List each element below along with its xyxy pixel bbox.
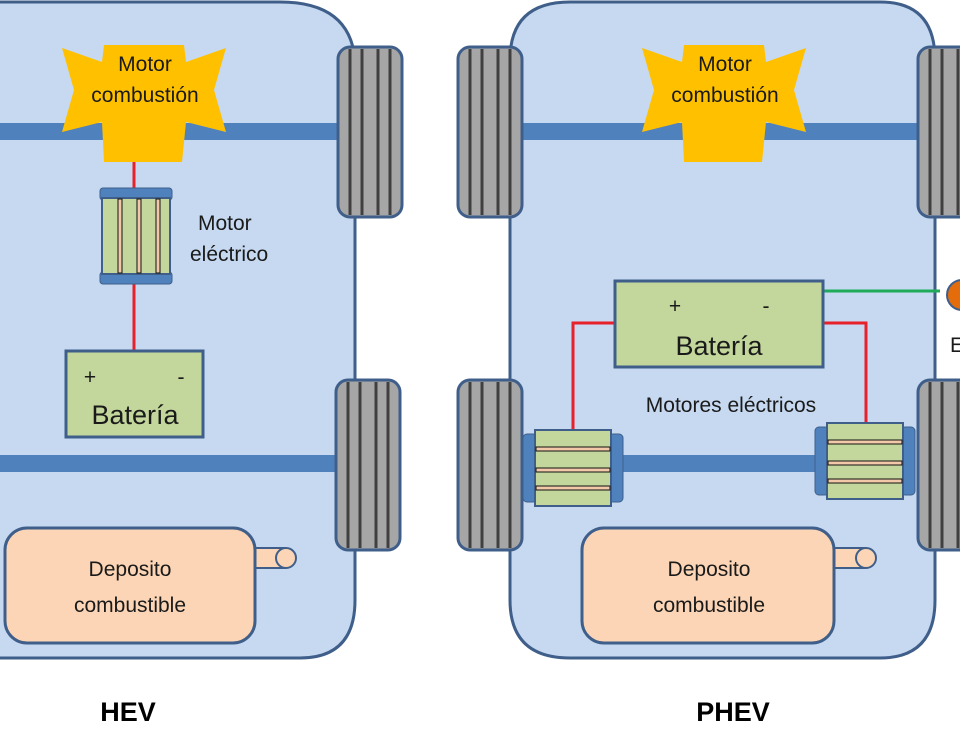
phev-right-electric-motor <box>814 422 916 500</box>
phev-wire-left <box>571 321 615 432</box>
hev-tank-label-2: combustible <box>74 594 186 617</box>
phev-battery <box>613 279 825 369</box>
hev-battery-plus: + <box>84 366 96 389</box>
phev-front-left-tire <box>456 45 524 219</box>
phev-battery-label: Batería <box>675 331 763 361</box>
phev-cut-off-label: E <box>950 334 960 357</box>
phev-engine-label-1: Motor <box>698 53 752 76</box>
hev-electric-motor <box>99 187 173 285</box>
phev-left-electric-motor <box>522 429 624 507</box>
hev-battery-minus: - <box>178 366 185 389</box>
hev-battery-label: Batería <box>91 400 179 430</box>
phev-engine-label-2: combustión <box>671 84 778 107</box>
phev-rear-left-tire <box>456 378 524 552</box>
phev-wire-right <box>822 321 868 425</box>
hev-motor-label-2: eléctrico <box>190 243 268 266</box>
hev-vehicle: Motor combustión Motor eléctrico + - Bat… <box>0 0 404 727</box>
hev-tank-label-1: Deposito <box>89 558 172 581</box>
phev-rear-right-tire <box>916 378 960 552</box>
hev-chassis <box>0 0 357 660</box>
phev-rear-axle <box>615 455 820 472</box>
hev-front-tire <box>336 45 404 219</box>
phev-tank-label-1: Deposito <box>668 558 751 581</box>
phev-battery-plus: + <box>669 295 681 318</box>
phev-motors-label: Motores eléctricos <box>646 394 816 417</box>
phev-front-right-tire <box>916 45 960 219</box>
hev-rear-axle <box>0 455 340 472</box>
hev-motor-label-1: Motor <box>198 212 252 235</box>
phev-vehicle: Motor combustión E + - Batería Motores e… <box>456 0 960 727</box>
phev-title: PHEV <box>696 697 770 727</box>
phev-tank-label-2: combustible <box>653 594 765 617</box>
hev-title: HEV <box>100 697 156 727</box>
phev-battery-minus: - <box>763 295 770 318</box>
hev-engine-label-2: combustión <box>91 84 198 107</box>
hev-engine-label-1: Motor <box>118 53 172 76</box>
hev-fuel-tank <box>3 526 297 645</box>
hev-battery <box>64 349 205 439</box>
hev-rear-tire <box>334 378 402 552</box>
phev-fuel-tank <box>580 526 877 645</box>
phev-charge-plug <box>946 279 960 311</box>
